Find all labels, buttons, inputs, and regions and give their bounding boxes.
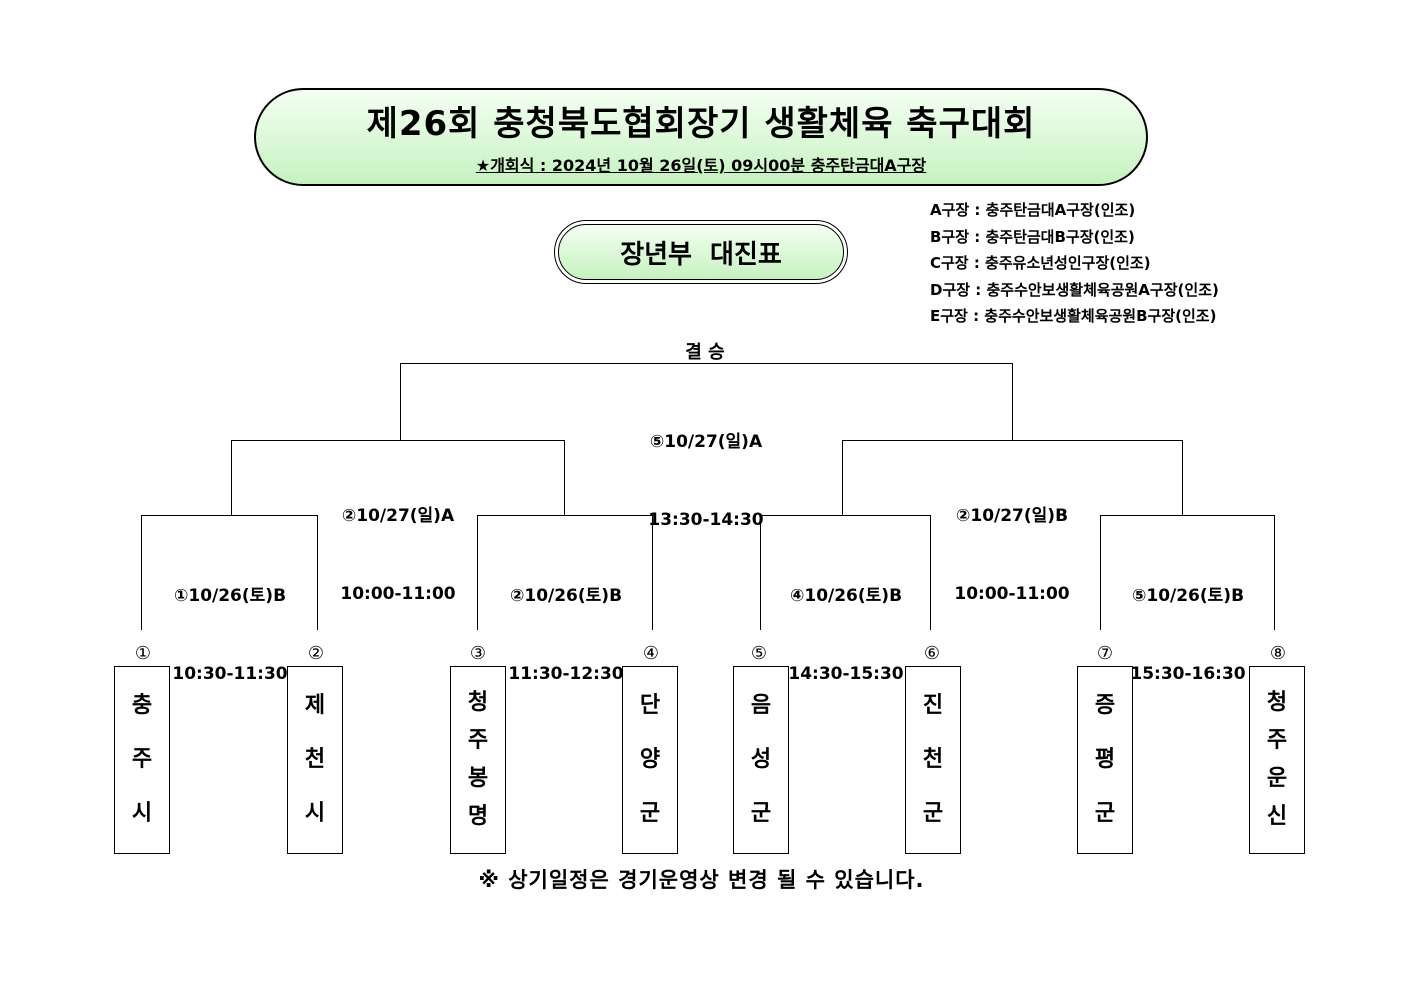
venue-d: D구장 : 충주수안보생활체육공원A구장(인조) xyxy=(930,280,1219,299)
team-name-char: 음 xyxy=(750,693,772,718)
match-date: ⑤10/26(토)B xyxy=(1131,586,1245,606)
team-seed: ④ xyxy=(642,643,660,664)
team-name-char: 군 xyxy=(1094,801,1116,826)
match-time: 13:30-14:30 xyxy=(648,510,764,530)
match-time: 11:30-12:30 xyxy=(508,664,624,684)
opening-ceremony-info: ★개회식 : 2024년 10월 26일(토) 09시00분 충주탄금대A구장 xyxy=(254,152,1148,176)
bracket-line xyxy=(1100,515,1275,516)
match-date: ④10/26(토)B xyxy=(789,586,903,606)
team-name-char: 주 xyxy=(131,747,153,772)
venue-e: E구장 : 충주수안보생활체육공원B구장(인조) xyxy=(930,307,1217,325)
bracket-line xyxy=(141,515,318,516)
team-name-char: 명 xyxy=(467,804,489,829)
bracket-line xyxy=(400,363,401,440)
team-seed: ⑥ xyxy=(923,643,941,664)
team-name-char: 시 xyxy=(304,801,326,826)
team-seed: ① xyxy=(134,643,152,664)
bracket-line xyxy=(1012,363,1013,440)
division-label: 장년부 대진표 xyxy=(558,224,844,280)
bracket-line xyxy=(760,515,931,516)
match-final: ⑤10/27(일)A 13:30-14:30 xyxy=(596,377,816,559)
match-round1-3: ④10/26(토)B 14:30-15:30 xyxy=(736,531,956,713)
team-seed: ③ xyxy=(469,643,487,664)
venue-list: A구장 : 충주탄금대A구장(인조) B구장 : 충주탄금대B구장(인조) C구… xyxy=(930,197,1219,330)
bracket-line xyxy=(400,363,1013,364)
match-time: 15:30-16:30 xyxy=(1130,664,1246,684)
team-name-char: 천 xyxy=(922,747,944,772)
team-seed: ⑦ xyxy=(1096,643,1114,664)
bracket-line xyxy=(477,515,653,516)
bracket-line xyxy=(652,515,653,630)
bracket-line xyxy=(231,440,565,441)
bracket-line xyxy=(1274,515,1275,630)
venue-c: C구장 : 충주유소년성인구장(인조) xyxy=(930,254,1151,272)
team-name-char: 진 xyxy=(922,693,944,718)
team-name-char: 군 xyxy=(922,801,944,826)
match-time: 10:30-11:30 xyxy=(172,664,288,684)
match-date: ②10/27(일)B xyxy=(955,506,1069,526)
team-name-char: 천 xyxy=(304,747,326,772)
team-seed: ② xyxy=(307,643,325,664)
team-name-char: 양 xyxy=(639,747,661,772)
team-name-char: 시 xyxy=(131,801,153,826)
match-semi-right: ②10/27(일)B 10:00-11:00 xyxy=(902,451,1122,633)
venue-a: A구장 : 충주탄금대A구장(인조) xyxy=(930,201,1136,219)
team-name-char: 봉 xyxy=(467,766,489,791)
team-name-char: 신 xyxy=(1266,804,1288,829)
bracket-line xyxy=(564,440,565,515)
match-semi-left: ②10/27(일)A 10:00-11:00 xyxy=(288,451,508,633)
team-name-char: 충 xyxy=(131,693,153,718)
bracket-line xyxy=(842,440,843,515)
match-round1-1: ①10/26(토)B 10:30-11:30 xyxy=(120,531,340,713)
bracket-line xyxy=(842,440,1183,441)
bracket-line xyxy=(1100,515,1101,630)
match-date: ②10/27(일)A xyxy=(341,506,455,526)
team-seed: ⑧ xyxy=(1269,643,1287,664)
team-name-char: 운 xyxy=(1266,766,1288,791)
team-name-char: 성 xyxy=(750,747,772,772)
team-name-char: 단 xyxy=(639,693,661,718)
bracket-line xyxy=(930,515,931,630)
team-name-char: 군 xyxy=(750,801,772,826)
team-name-char: 증 xyxy=(1094,693,1116,718)
division-badge: 장년부 대진표 xyxy=(554,220,848,284)
bracket-line xyxy=(231,440,232,515)
bracket-line xyxy=(760,515,761,630)
team-name-char: 청 xyxy=(1266,690,1288,715)
match-round1-2: ②10/26(토)B 11:30-12:30 xyxy=(456,531,676,713)
bracket-line xyxy=(477,515,478,630)
bracket-line xyxy=(141,515,142,630)
page-title: 제26회 충청북도협회장기 생활체육 축구대회 xyxy=(366,104,1036,144)
bracket-line xyxy=(317,515,318,630)
bracket-line xyxy=(1182,440,1183,515)
team-name-char: 평 xyxy=(1094,747,1116,772)
team-name-char: 청 xyxy=(467,690,489,715)
match-time: 10:00-11:00 xyxy=(954,584,1070,604)
match-round1-4: ⑤10/26(토)B 15:30-16:30 xyxy=(1078,531,1298,713)
match-date: ①10/26(토)B xyxy=(173,586,287,606)
match-date: ②10/26(토)B xyxy=(509,586,623,606)
match-date: ⑤10/27(일)A xyxy=(649,432,763,452)
opening-ceremony-text: ★개회식 : 2024년 10월 26일(토) 09시00분 충주탄금대A구장 xyxy=(475,156,927,175)
team-name-char: 군 xyxy=(639,801,661,826)
team-name-char: 주 xyxy=(467,728,489,753)
schedule-note: ※ 상기일정은 경기운영상 변경 될 수 있습니다. xyxy=(478,868,925,892)
team-name-char: 제 xyxy=(304,693,326,718)
title-banner xyxy=(254,88,1148,186)
team-seed: ⑤ xyxy=(750,643,768,664)
venue-b: B구장 : 충주탄금대B구장(인조) xyxy=(930,227,1135,246)
team-name-char: 주 xyxy=(1266,728,1288,753)
final-label: 결 승 xyxy=(685,342,725,363)
match-time: 10:00-11:00 xyxy=(340,584,456,604)
match-time: 14:30-15:30 xyxy=(788,664,904,684)
